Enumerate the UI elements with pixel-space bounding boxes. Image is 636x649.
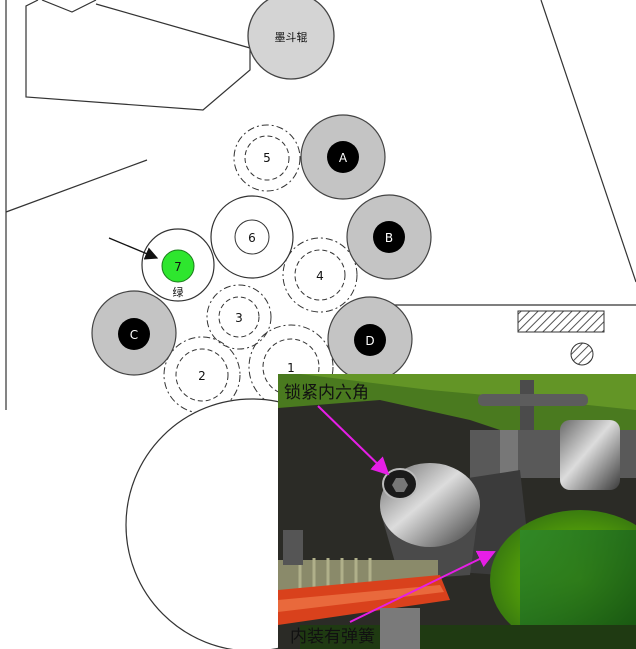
dashed-rollers — [163, 124, 358, 414]
roller-C-label: C — [130, 328, 138, 342]
callout-internal-spring-arrow — [349, 550, 496, 623]
roller-B-label: B — [385, 231, 393, 245]
roller-7: 7 绿 — [141, 228, 215, 302]
roller-C: C — [91, 290, 177, 376]
callout-locking-hex-socket: 锁紧内六角 — [284, 383, 369, 403]
roller-D: D — [327, 296, 413, 382]
roller-7-green-hub — [161, 249, 195, 283]
ink-fountain-roller-label: 墨斗辊 — [275, 30, 308, 44]
roller-A-label: A — [339, 151, 348, 165]
roller-3-label: 3 — [235, 311, 243, 325]
hatched-round — [570, 342, 594, 366]
hatched-block — [517, 310, 605, 333]
roller-D-label: D — [365, 334, 374, 348]
inset-photo — [278, 374, 636, 649]
ink-fountain-roller: 墨斗辊 — [247, 0, 335, 80]
roller-3 — [206, 284, 272, 350]
roller-5 — [233, 124, 301, 192]
roller-5-label: 5 — [263, 151, 271, 165]
roller-7-pointer-arrow — [108, 237, 159, 260]
roller-1-label: 1 — [287, 361, 295, 375]
roller-2 — [163, 336, 241, 414]
roller-4 — [282, 237, 358, 313]
roller-B: B — [346, 194, 432, 280]
roller-7-label: 7 — [174, 260, 182, 274]
roller-A: A — [300, 114, 386, 200]
roller-6-label: 6 — [248, 231, 256, 245]
roller-4-label: 4 — [316, 269, 324, 283]
roller-2-label: 2 — [198, 369, 206, 383]
roller-6: 6 — [210, 195, 294, 279]
callout-internal-spring: 内装有弹簧 — [290, 627, 375, 647]
frame-outline — [5, 0, 636, 410]
callout-locking-hex-arrow — [317, 405, 390, 476]
roller-7-caption: 绿 — [173, 285, 184, 299]
